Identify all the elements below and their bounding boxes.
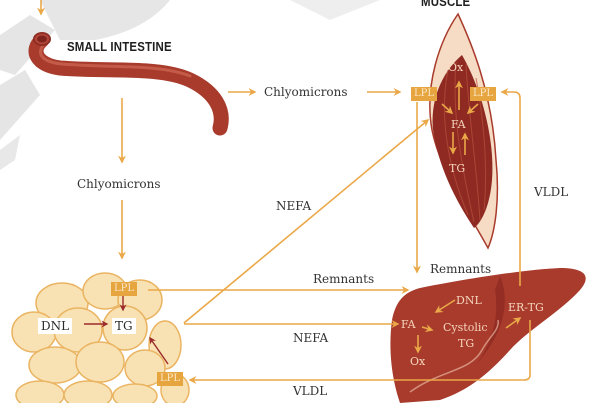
- remnants-label-adipose: Remnants: [313, 272, 375, 286]
- liver-dnl-label: DNL: [456, 294, 482, 307]
- liver-fa-label: FA: [401, 318, 416, 331]
- muscle-lpl-right: LPL: [470, 87, 497, 101]
- muscle-fa-label: FA: [451, 118, 466, 131]
- muscle-ox-label: Ox: [448, 61, 464, 74]
- adipose-tg-label: TG: [112, 318, 136, 334]
- muscle-tg-label: TG: [449, 162, 466, 175]
- chylomicrons-label-right: Chlyomicrons: [264, 85, 348, 99]
- nefa-label-liver: NEFA: [293, 331, 329, 345]
- adipose-lpl-bottom: LPL: [157, 372, 184, 386]
- nefa-label-muscle: NEFA: [276, 199, 312, 213]
- adipose-tissue-illustration: [11, 272, 190, 403]
- liver-tg-label: TG: [458, 337, 475, 350]
- small-intestine-illustration: [28, 32, 229, 136]
- liver-er-tg-label: ER-TG: [508, 301, 544, 314]
- flow-arrows: [37, 0, 531, 384]
- remnants-label-muscle: Remnants: [430, 262, 492, 276]
- liver-illustration: [390, 268, 586, 403]
- chylomicrons-label-down: Chlyomicrons: [77, 177, 161, 191]
- muscle-title: MUSCLE: [421, 0, 471, 9]
- adipose-dnl-label: DNL: [38, 318, 73, 334]
- vldl-label-adipose: VLDL: [293, 384, 328, 398]
- adipose-lpl-top: LPL: [111, 282, 138, 296]
- liver-cystolic-label: Cystolic: [443, 321, 488, 334]
- muscle-illustration: [429, 12, 499, 250]
- small-intestine-title: SMALL INTESTINE: [67, 39, 172, 54]
- liver-ox-label: Ox: [410, 355, 426, 368]
- muscle-lpl-left: LPL: [411, 87, 438, 101]
- vldl-label-muscle: VLDL: [534, 185, 569, 199]
- watermark: [0, 0, 380, 170]
- adipose-internal-arrows: [84, 296, 169, 365]
